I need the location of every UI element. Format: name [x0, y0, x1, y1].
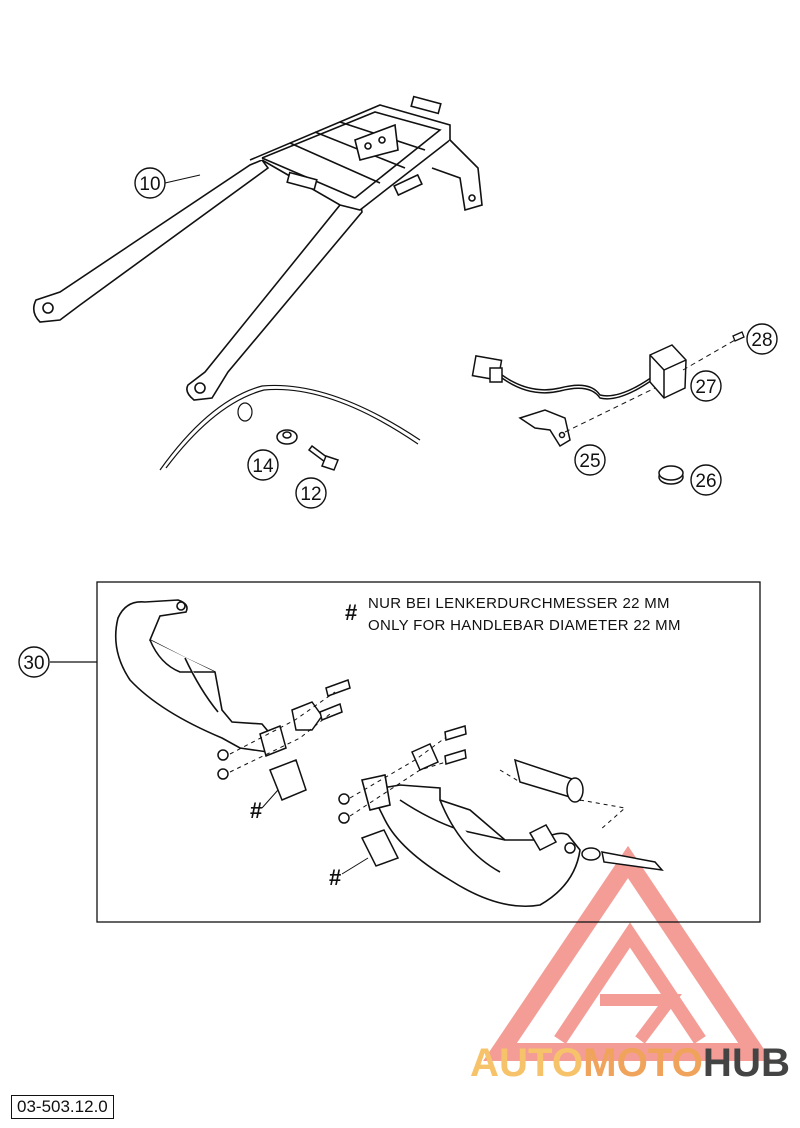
watermark-text: AUTOMOTOHUB: [470, 1041, 790, 1085]
svg-text:NUR BEI LENKERDURCHMESSER 22 M: NUR BEI LENKERDURCHMESSER 22 MM: [368, 595, 670, 612]
wiring-harness: [471, 355, 656, 400]
svg-text:30: 30: [23, 653, 44, 674]
callout-10: 10: [134, 167, 201, 199]
bolt-part: [307, 444, 339, 471]
callout-12: 12: [295, 477, 327, 509]
handlebar-stub: [513, 758, 584, 803]
left-dashed-lines: [229, 691, 336, 773]
callout-30: 30: [18, 646, 50, 678]
light-unit: [649, 344, 687, 399]
svg-text:26: 26: [695, 471, 716, 492]
svg-text:ONLY FOR HANDLEBAR DIAMETER 22: ONLY FOR HANDLEBAR DIAMETER 22 MM: [368, 617, 681, 634]
bracket-part: [518, 409, 571, 448]
svg-text:27: 27: [695, 377, 716, 398]
handlebar-note: # NUR BEI LENKERDURCHMESSER 22 MM ONLY F…: [345, 595, 681, 634]
watermark-logo: [483, 845, 772, 1061]
screw-part: [732, 331, 745, 342]
right-dashed-lines: [349, 737, 447, 817]
handlebar-dashed: [499, 769, 627, 831]
callout-25: 25: [574, 444, 606, 476]
assembly-lines: [564, 339, 736, 433]
cap-part: [658, 465, 684, 485]
rear-fender-outline: [159, 384, 421, 471]
svg-text:14: 14: [252, 456, 274, 477]
svg-text:#: #: [345, 600, 357, 625]
right-clamp: [338, 725, 664, 872]
svg-text:25: 25: [579, 451, 600, 472]
svg-text:10: 10: [139, 174, 160, 195]
svg-text:28: 28: [751, 330, 772, 351]
callout-28: 28: [746, 323, 778, 355]
hash-mark-right: #: [329, 865, 341, 890]
left-handguard: [114, 599, 273, 753]
callout-14: 14: [247, 449, 279, 481]
handguard-kit-frame: [50, 581, 761, 923]
callout-26: 26: [690, 464, 722, 496]
callout-27: 27: [690, 370, 722, 402]
hash-mark-left: #: [250, 798, 262, 823]
svg-text:12: 12: [300, 484, 321, 505]
hash-leaders: [261, 789, 369, 875]
luggage-rack: [32, 95, 483, 401]
svg-text:AUTOMOTOHUB: AUTOMOTOHUB: [470, 1041, 790, 1085]
washer-part: [276, 429, 298, 445]
diagram-reference-code: 03-503.12.0: [11, 1095, 114, 1119]
